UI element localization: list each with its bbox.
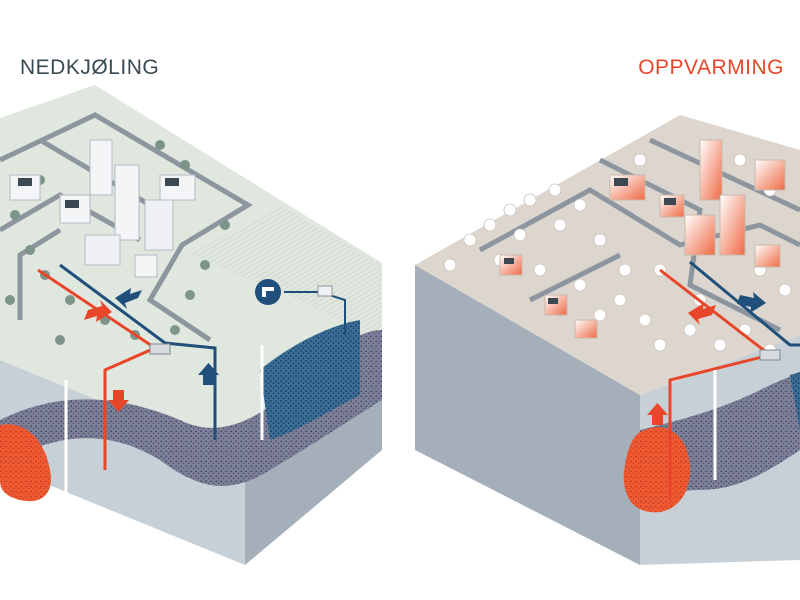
warm-water-zone — [623, 426, 690, 513]
aquifer-layer — [0, 330, 382, 487]
arrow-up-icon — [647, 403, 668, 425]
heating-block — [415, 115, 800, 565]
bedrock-left-face — [415, 265, 640, 565]
cold-water-zone — [260, 320, 360, 440]
arrow-hot-left-icon — [688, 303, 716, 325]
panel-title-cooling: NEDKJØLING — [20, 56, 160, 79]
water-tap-icon — [255, 279, 281, 305]
arrow-up-icon — [198, 363, 219, 385]
buildings — [499, 139, 786, 339]
field-area — [190, 205, 382, 343]
cooling-block — [0, 85, 382, 565]
panel-title-heating: OPPVARMING — [638, 56, 784, 79]
flow-arrows-cooling — [84, 288, 219, 412]
arrow-hot-left-icon — [84, 300, 112, 322]
heat-pump-unit-icon — [759, 349, 781, 361]
arrow-cold-left-icon — [115, 288, 142, 309]
heat-pump-unit-icon — [149, 343, 171, 355]
warm-water-zone — [0, 424, 51, 502]
pipes-heating — [659, 260, 800, 500]
buildings — [9, 139, 196, 278]
cold-water-zone — [790, 372, 800, 430]
arrow-down-icon — [108, 390, 129, 412]
arrow-cold-right-icon — [737, 292, 766, 313]
flow-arrows-heating — [647, 292, 766, 425]
well-box — [317, 285, 333, 297]
